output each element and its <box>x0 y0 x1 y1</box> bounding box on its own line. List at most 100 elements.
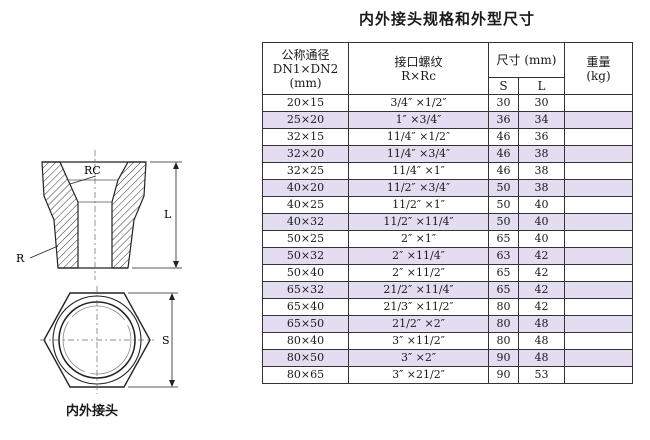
header-dims: 尺寸 (mm) <box>488 42 565 78</box>
page-title: 内外接头规格和外型尺寸 <box>358 10 535 28</box>
cell-dn: 32×25 <box>262 162 349 180</box>
header-thread: 接口螺纹 R×Rc <box>348 42 489 95</box>
cell-dn: 65×32 <box>262 281 349 299</box>
cell-s: 65 <box>488 264 519 282</box>
cell-dn: 65×50 <box>262 315 349 333</box>
cell-l: 53 <box>518 366 565 384</box>
cell-weight <box>564 230 633 248</box>
cell-thread: 2″ ×11/2″ <box>348 264 489 282</box>
cell-s: 50 <box>488 213 519 231</box>
s-label: S <box>162 334 170 347</box>
cell-thread: 21/2″ ×11/4″ <box>348 281 489 299</box>
cell-l: 40 <box>518 230 565 248</box>
cell-weight <box>564 281 633 299</box>
cell-thread: 3″ ×11/2″ <box>348 332 489 350</box>
l-label: L <box>164 208 172 221</box>
cell-weight <box>564 128 633 146</box>
cell-dn: 80×50 <box>262 349 349 367</box>
cell-l: 42 <box>518 281 565 299</box>
cell-l: 34 <box>518 111 565 129</box>
cell-l: 30 <box>518 94 565 112</box>
cell-dn: 50×40 <box>262 264 349 282</box>
cell-dn: 80×40 <box>262 332 349 350</box>
cell-l: 38 <box>518 162 565 180</box>
cell-l: 40 <box>518 213 565 231</box>
cell-dn: 40×20 <box>262 179 349 197</box>
cell-thread: 3″ ×2″ <box>348 349 489 367</box>
cell-s: 63 <box>488 247 519 265</box>
r-label: R <box>16 252 25 265</box>
cell-thread: 21/2″ ×2″ <box>348 315 489 333</box>
cell-thread: 11/2″ ×11/4″ <box>348 213 489 231</box>
cell-weight <box>564 332 633 350</box>
cell-s: 80 <box>488 315 519 333</box>
cell-l: 38 <box>518 145 565 163</box>
cell-dn: 40×25 <box>262 196 349 214</box>
cell-s: 80 <box>488 298 519 316</box>
cell-dn: 20×15 <box>262 94 349 112</box>
cell-s: 80 <box>488 332 519 350</box>
cell-weight <box>564 162 633 180</box>
cell-s: 65 <box>488 281 519 299</box>
spec-table: 公称通径 DN1×DN2 (mm) 接口螺纹 R×Rc 尺寸 (mm) 重量 (… <box>262 42 633 384</box>
cell-thread: 11/4″ ×1″ <box>348 162 489 180</box>
cell-weight <box>564 315 633 333</box>
cell-dn: 50×25 <box>262 230 349 248</box>
cell-s: 30 <box>488 94 519 112</box>
header-s: S <box>488 77 519 95</box>
cell-weight <box>564 264 633 282</box>
cell-s: 50 <box>488 179 519 197</box>
cell-l: 48 <box>518 349 565 367</box>
cell-weight <box>564 179 633 197</box>
cell-dn: 40×32 <box>262 213 349 231</box>
cell-s: 46 <box>488 128 519 146</box>
cell-thread: 3/4″ ×1/2″ <box>348 94 489 112</box>
cell-weight <box>564 145 633 163</box>
cell-l: 42 <box>518 247 565 265</box>
header-nominal: 公称通径 DN1×DN2 (mm) <box>262 42 349 95</box>
cell-dn: 32×20 <box>262 145 349 163</box>
header-l: L <box>518 77 565 95</box>
drawing-caption: 内外接头 <box>66 404 119 419</box>
cell-thread: 3″ ×21/2″ <box>348 366 489 384</box>
cell-dn: 65×40 <box>262 298 349 316</box>
cell-thread: 11/2″ ×1″ <box>348 196 489 214</box>
cell-s: 46 <box>488 162 519 180</box>
cell-s: 36 <box>488 111 519 129</box>
cell-dn: 25×20 <box>262 111 349 129</box>
cell-s: 90 <box>488 349 519 367</box>
cell-dn: 80×65 <box>262 366 349 384</box>
cell-l: 36 <box>518 128 565 146</box>
hex-end-view <box>40 286 178 394</box>
cell-l: 40 <box>518 196 565 214</box>
cell-thread: 11/2″ ×3/4″ <box>348 179 489 197</box>
cell-s: 46 <box>488 145 519 163</box>
cell-thread: 11/4″ ×3/4″ <box>348 145 489 163</box>
cell-weight <box>564 111 633 129</box>
cell-thread: 1″ ×3/4″ <box>348 111 489 129</box>
cell-thread: 2″ ×1″ <box>348 230 489 248</box>
cell-thread: 2″ ×11/4″ <box>348 247 489 265</box>
cell-weight <box>564 366 633 384</box>
cell-dn: 32×15 <box>262 128 349 146</box>
cell-weight <box>564 298 633 316</box>
cell-weight <box>564 349 633 367</box>
cell-dn: 50×32 <box>262 247 349 265</box>
cell-l: 38 <box>518 179 565 197</box>
rc-label: RC <box>84 164 101 177</box>
